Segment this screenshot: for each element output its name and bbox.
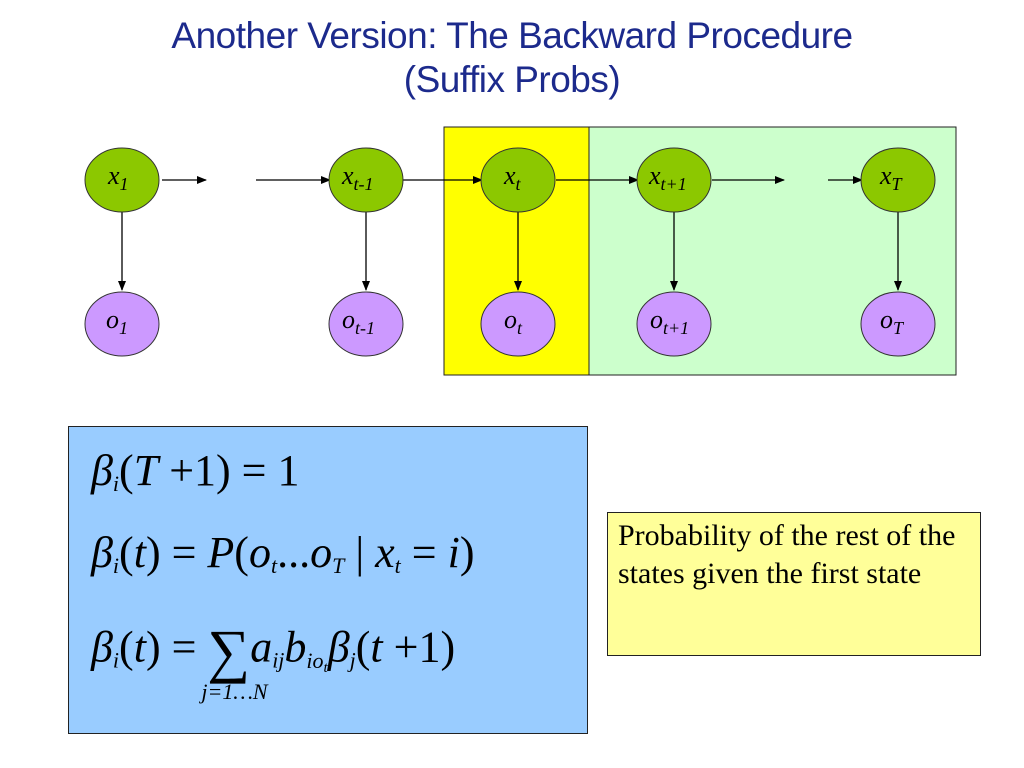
- svg-text:xt-1: xt-1: [341, 161, 374, 194]
- obs-node-ot+1: ot+1: [636, 291, 712, 357]
- title-line-2: (Suffix Probs): [403, 59, 621, 100]
- obs-node-o1: o1: [84, 291, 160, 357]
- svg-text:xt+1: xt+1: [648, 161, 687, 194]
- obs-node-ot: ot: [480, 291, 556, 357]
- svg-text:ot-1: ot-1: [342, 305, 375, 338]
- svg-text:ot: ot: [504, 305, 523, 338]
- slide-title: Another Version: The Backward Procedure …: [0, 14, 1024, 102]
- svg-text:x1: x1: [107, 161, 129, 194]
- svg-text:o1: o1: [106, 305, 128, 338]
- state-node-xT: xT: [860, 147, 936, 213]
- obs-node-ot-1: ot-1: [328, 291, 404, 357]
- title-line-1: Another Version: The Backward Procedure: [171, 15, 853, 56]
- hmm-diagram: x1 xt-1 xt xt+1 xT o1 ot-1 ot ot+1 oT: [84, 126, 957, 376]
- svg-text:xt: xt: [503, 161, 522, 194]
- obs-node-oT: oT: [860, 291, 936, 357]
- equation-base-case: βi(T +1) = 1: [91, 446, 300, 496]
- state-node-xt: xt: [480, 147, 556, 213]
- svg-text:xT: xT: [879, 161, 904, 194]
- equations-box: βi(T +1) = 1 βi(t) = P(ot...oT | xt = i)…: [68, 426, 588, 734]
- state-node-xt-1: xt-1: [328, 147, 404, 213]
- state-node-x1: x1: [84, 147, 160, 213]
- summation-limits: j=1…N: [201, 679, 268, 704]
- equation-definition: βi(t) = P(ot...oT | xt = i): [91, 528, 475, 578]
- state-node-xt+1: xt+1: [636, 147, 712, 213]
- svg-text:oT: oT: [880, 305, 905, 338]
- svg-text:ot+1: ot+1: [650, 305, 689, 338]
- summation: ∑j=1…N: [201, 618, 268, 704]
- explanation-note: Probability of the rest of the states gi…: [607, 512, 981, 656]
